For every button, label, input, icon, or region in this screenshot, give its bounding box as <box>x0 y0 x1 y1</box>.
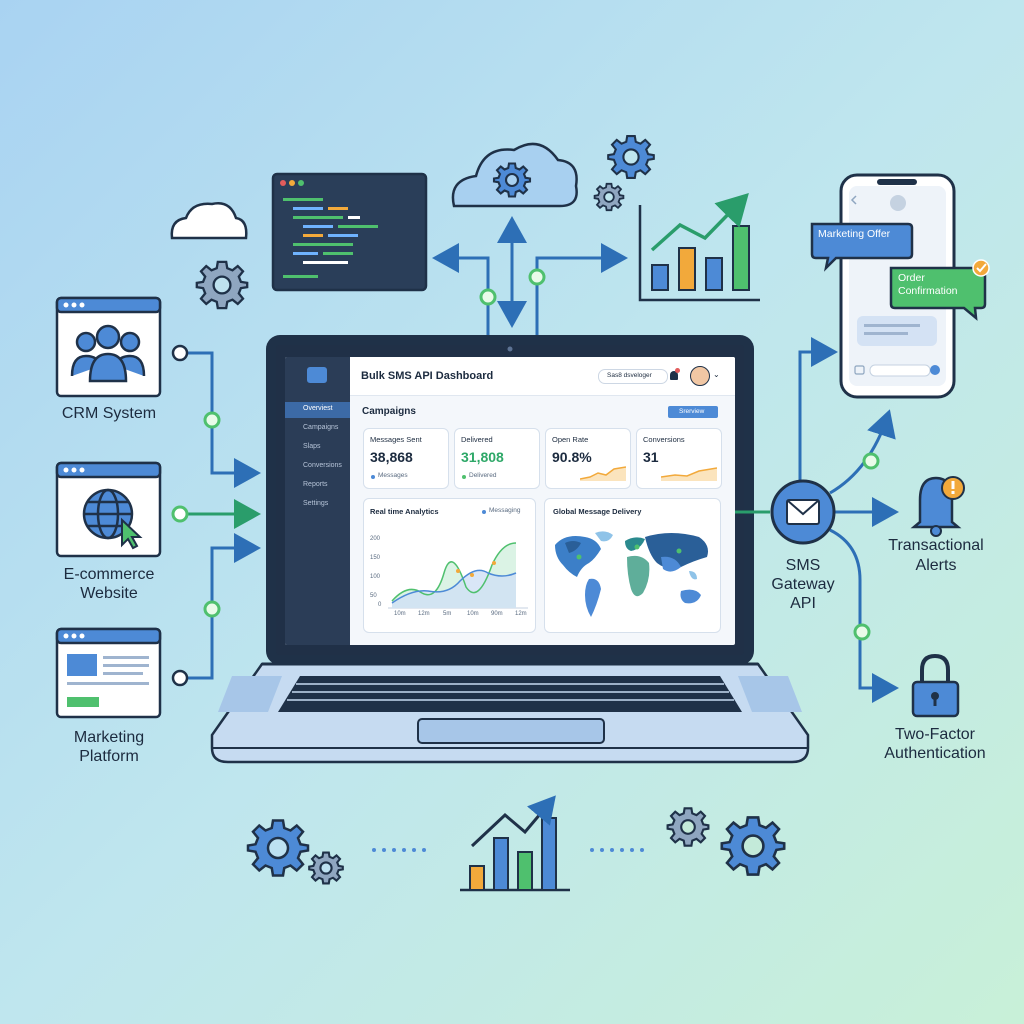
connector-node-right-2 <box>853 623 871 641</box>
bubble-order-confirmation-line1: Order <box>898 272 925 284</box>
growth-chart-icon-bottom <box>460 795 570 892</box>
crm-window <box>55 296 162 398</box>
avatar[interactable] <box>690 366 710 386</box>
lock-icon <box>911 653 960 718</box>
bubble-marketing-offer-text: Marketing Offer <box>818 228 891 240</box>
map-panel: Global Message Delivery <box>544 498 721 633</box>
open-rate-sparkline <box>580 466 626 481</box>
users-icon <box>70 324 146 383</box>
analytics-line-chart <box>388 542 528 609</box>
world-map <box>555 531 708 617</box>
code-window <box>271 172 428 292</box>
connector-nodes-left <box>171 344 221 687</box>
bubble-order-confirmation-line2: Confirmation <box>898 285 958 297</box>
analytics-panel: Real time Analytics Messaging 200 150 10… <box>363 498 536 633</box>
top-connectors <box>432 216 628 335</box>
label-marketing-line1: Marketing <box>73 729 145 746</box>
label-gateway-line1: SMS <box>785 557 821 574</box>
label-twofa-line2: Authentication <box>884 745 986 762</box>
gear-icon-top-right <box>607 135 655 179</box>
dashboard-header: Bulk SMS API Dashboard Sas8 dsveloger ⌄ <box>350 357 735 396</box>
dashboard-screen: Overviest Campaigns Slaps Conversions Re… <box>285 357 735 645</box>
cta-button-icon <box>67 697 99 707</box>
stat-card-delivered[interactable]: Delivered 31,808 Delivered <box>454 428 540 489</box>
status-dot <box>371 475 375 479</box>
connector-node-top-1 <box>479 288 497 306</box>
app-logo-icon <box>307 367 327 383</box>
account-selector[interactable]: Sas8 dsveloger <box>598 369 668 384</box>
marketing-offer-bubble <box>810 222 914 272</box>
connector-node-right-1 <box>862 452 880 470</box>
label-marketing-line2: Platform <box>79 748 139 765</box>
label-twofa-line1: Two-Factor <box>894 726 975 743</box>
image-placeholder-icon <box>67 654 97 676</box>
marketing-window <box>55 627 162 719</box>
cloud-gear-icon <box>451 142 578 208</box>
sidebar-item-reports[interactable]: Reports <box>303 481 328 488</box>
cloud-outline-icon <box>170 202 248 240</box>
stat-card-conversions[interactable]: Conversions 31 <box>636 428 722 489</box>
overview-button[interactable]: Srerview <box>668 406 718 418</box>
gear-icon-small <box>593 182 625 212</box>
stat-card-open-rate[interactable]: Open Rate 90.8% <box>545 428 631 489</box>
notification-badge <box>675 368 680 373</box>
dotted-line-right <box>590 848 644 852</box>
status-dot <box>462 475 466 479</box>
gear-icon-bottom-right <box>720 816 786 876</box>
globe-icon <box>82 488 134 540</box>
conversions-sparkline <box>661 467 717 481</box>
bell-icon <box>910 476 965 537</box>
label-ecommerce-line2: Website <box>80 585 138 602</box>
chevron-down-icon[interactable]: ⌄ <box>713 370 720 379</box>
label-gateway-line2: Gateway <box>771 576 835 593</box>
legend-dot <box>482 510 486 514</box>
gear-icon-bottom-left <box>246 819 310 877</box>
sms-gateway-node <box>770 479 836 545</box>
label-transactional-line1: Transactional <box>888 537 984 554</box>
gear-icon-bottom-right-small <box>666 807 710 847</box>
laptop-keyboard <box>278 676 742 712</box>
laptop-trackpad <box>417 718 605 744</box>
ecommerce-window <box>55 461 162 558</box>
sidebar-item-overview[interactable]: Overviest <box>285 402 350 418</box>
sidebar-item-slaps[interactable]: Slaps <box>303 443 321 450</box>
label-gateway-line3: API <box>790 595 816 612</box>
cursor-icon <box>121 517 143 550</box>
connector-node-top-2 <box>528 268 546 286</box>
stat-card-messages-sent[interactable]: Messages Sent 38,868 Messages <box>363 428 449 489</box>
label-ecommerce-line1: E-commerce <box>63 566 155 583</box>
sidebar-item-conversions[interactable]: Conversions <box>303 462 342 469</box>
dashboard-title: Bulk SMS API Dashboard <box>361 370 494 382</box>
gear-icon-top-left <box>195 260 249 310</box>
sidebar-item-settings[interactable]: Settings <box>303 500 329 507</box>
dashboard-sidebar: Overviest Campaigns Slaps Conversions Re… <box>285 357 350 645</box>
code-lines <box>283 198 378 278</box>
label-transactional-line2: Alerts <box>915 557 957 574</box>
dotted-line-left <box>372 848 426 852</box>
order-confirmation-bubble <box>889 259 990 321</box>
notification-bell-icon[interactable] <box>670 371 678 380</box>
label-crm-system: CRM System <box>61 405 157 422</box>
gear-icon-bottom-left-small <box>308 851 344 885</box>
growth-chart-icon-top <box>638 192 760 302</box>
sidebar-item-campaigns[interactable]: Campaigns <box>303 424 339 431</box>
section-title: Campaigns <box>362 406 416 417</box>
